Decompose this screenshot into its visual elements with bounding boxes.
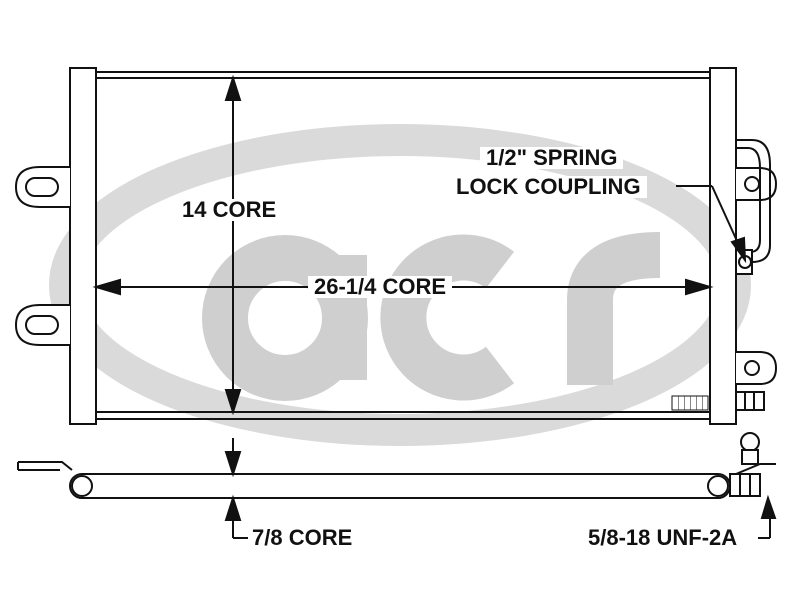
width-label: 26-1/4 CORE: [308, 276, 453, 298]
logo-letter-r: [567, 232, 661, 385]
outlet-fitting: [735, 391, 765, 411]
coupling-label-line1: 1/2" SPRING: [480, 147, 624, 169]
thickness-label: 7/8 CORE: [252, 525, 353, 550]
left-mounting-bracket-lower: [14, 304, 70, 346]
right-header-tank: [709, 67, 737, 425]
condenser-core: [95, 71, 712, 420]
coupling-leader: [676, 185, 747, 264]
fitting-leader: [758, 494, 777, 539]
height-dimension: [224, 74, 242, 416]
left-header-tank: [69, 67, 97, 425]
coupling-label-line2: LOCK COUPLING: [450, 176, 647, 198]
height-label: 14 CORE: [176, 199, 283, 221]
left-mounting-bracket-upper: [14, 166, 70, 208]
thickness-dimension: [224, 438, 248, 539]
logo-letter-c: [380, 234, 515, 401]
fitting-label: 5/8-18 UNF-2A: [588, 525, 738, 550]
right-mounting-bracket-lower: [736, 351, 778, 385]
core-side-view: [17, 432, 776, 499]
